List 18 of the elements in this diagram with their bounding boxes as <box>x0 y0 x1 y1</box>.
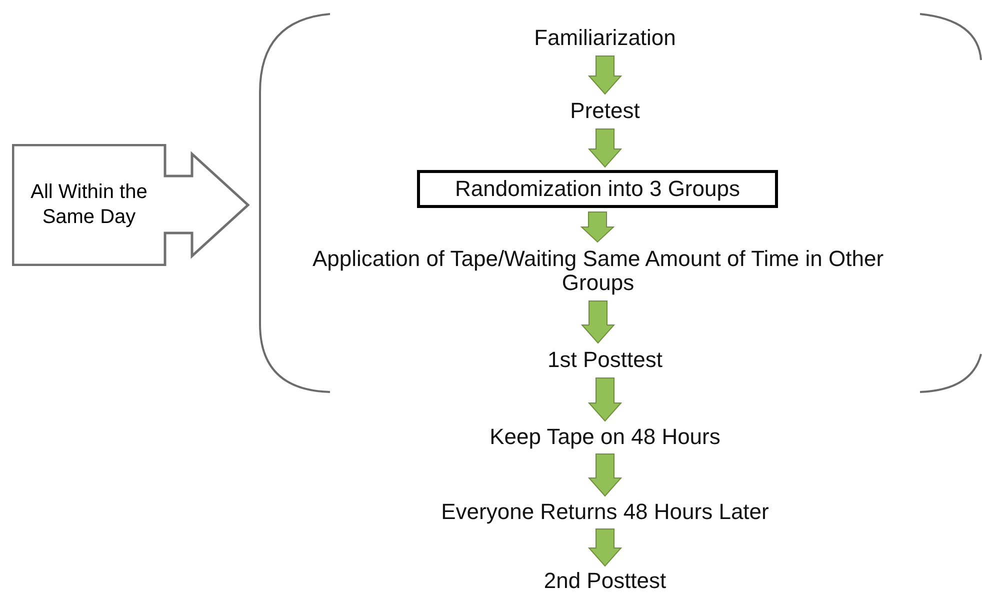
process-box <box>417 170 778 208</box>
step-text: Application of Tape/Waiting Same Amount of Time in Other Groups <box>311 247 885 295</box>
step-text: Everyone Returns 48 Hours Later <box>441 500 769 524</box>
down-arrow <box>580 300 616 344</box>
callout-text: All Within the Same Day <box>30 180 148 230</box>
block-arrow-callout <box>12 144 250 266</box>
down-arrow <box>580 212 615 243</box>
step-text: Familiarization <box>534 26 676 50</box>
step-text: Pretest <box>570 99 640 123</box>
down-arrow <box>588 56 622 95</box>
down-arrow <box>588 528 622 567</box>
down-arrow <box>588 378 622 422</box>
down-arrow <box>588 454 622 497</box>
step-text: 2nd Posttest <box>544 569 666 593</box>
down-arrow <box>588 128 622 168</box>
step-text: Randomization into 3 Groups <box>455 177 740 201</box>
step-text: Keep Tape on 48 Hours <box>490 425 720 449</box>
step-text: 1st Posttest <box>548 348 662 372</box>
